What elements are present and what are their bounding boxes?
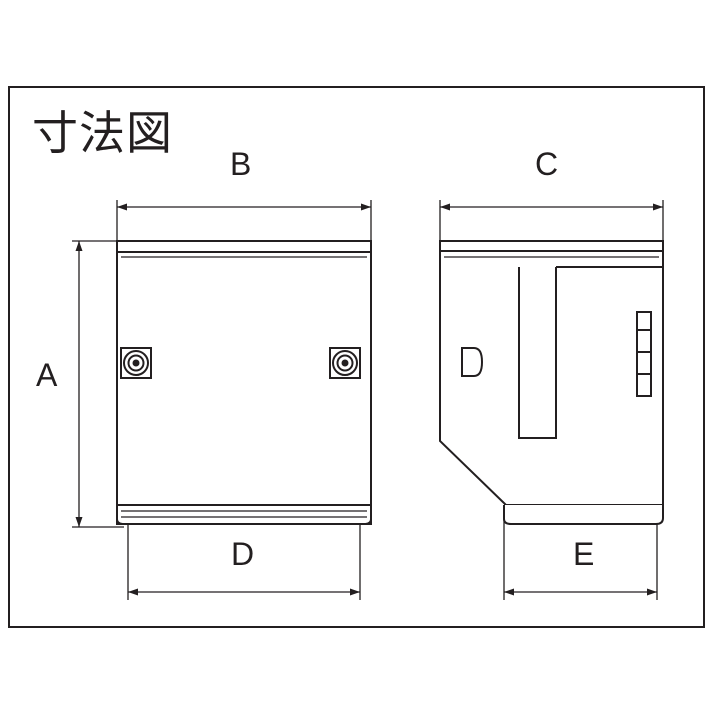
dimension-label-d: D [231,536,255,572]
page-title: 寸法図 [32,106,173,160]
dimension-label-a: A [36,357,58,393]
dimension-label-c: C [535,146,559,182]
dimension-label-e: E [573,536,595,572]
dimension-label-b: B [230,146,252,182]
diagram-border [8,86,705,628]
